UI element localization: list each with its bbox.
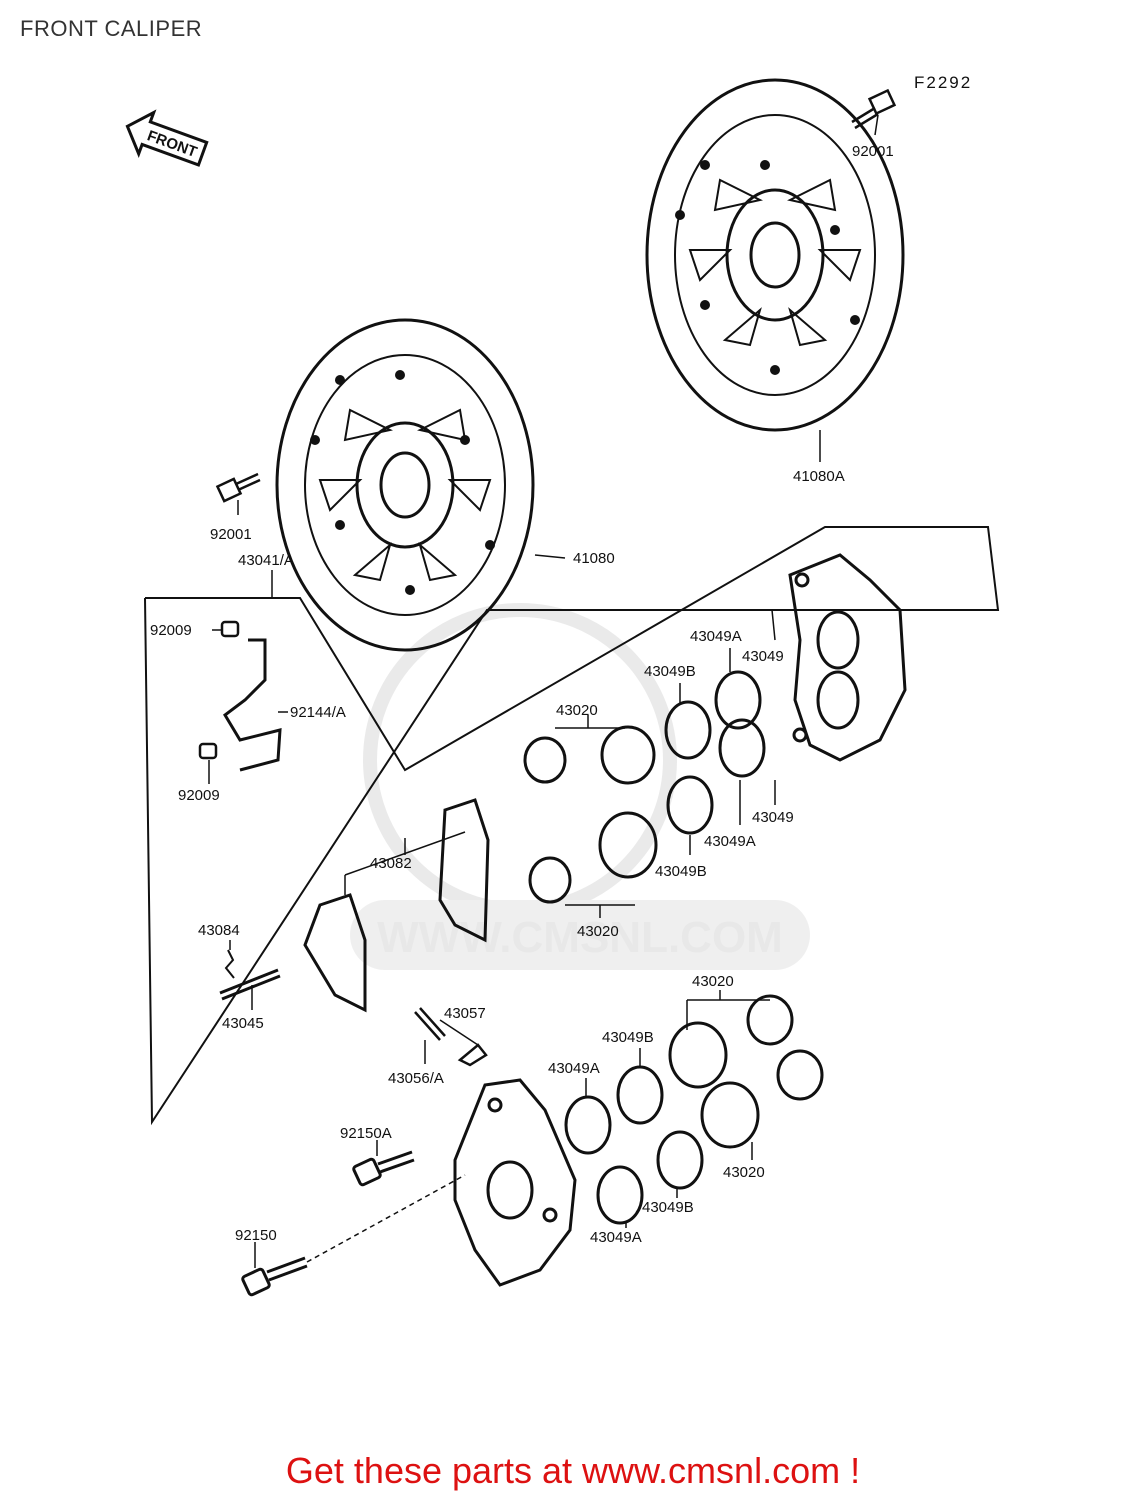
callout-label: 43020 [692,973,734,990]
bleeder-cap-43056A [457,1043,488,1067]
callout-label: 43049B [655,863,707,880]
callout-label: 43020 [723,1164,765,1181]
callout-label: 43020 [577,923,619,940]
callout-label: 92009 [178,787,220,804]
front-arrow-icon: FRONT [125,109,209,167]
caliper-bolt-92150 [241,1256,308,1297]
brake-disc-41080 [275,318,535,652]
screw-92009-top [220,620,240,638]
pin-clip-43084 [224,949,235,979]
caliper-bolt-92150A [352,1150,415,1187]
callout-label: 41080 [573,550,615,567]
callout-label: 43056/A [388,1070,444,1087]
callout-label: 43049A [590,1229,642,1246]
callout-label: 43049B [602,1029,654,1046]
promo-link[interactable]: Get these parts at www.cmsnl.com ! [285,1450,861,1491]
brake-pads-43082 [303,798,490,1013]
callout-label: 92150A [340,1125,392,1142]
callout-label: 92144/A [290,704,346,721]
bolt-92001-left [215,472,261,503]
leader-lines [208,114,879,1268]
pad-spring-bracket-92144A [223,638,282,772]
callout-label: 92150 [235,1227,277,1244]
callout-label: 43049 [742,648,784,665]
callout-labels: 92001 41080A 92001 41080 43041/A 92009 9… [150,143,894,1246]
callout-label: 43084 [198,922,240,939]
callout-label: 41080A [793,468,845,485]
watermark-text: WWW.CMSNL.COM [377,913,783,962]
callout-label: 43049 [752,809,794,826]
promo-banner[interactable]: Get these parts at www.cmsnl.com ! [0,1450,1146,1492]
exploded-view-diagram: WWW.CMSNL.COM FRONT [125,78,1000,1297]
callout-label: 43057 [444,1005,486,1022]
bleeder-valve-43057 [414,1007,446,1041]
callout-label: 43041/A [238,552,294,569]
callout-label: 92009 [150,622,192,639]
callout-label: 43045 [222,1015,264,1032]
caliper-half-lower [453,1078,577,1287]
callout-label: 43020 [556,702,598,719]
bolt-92001-top [851,88,897,130]
callout-label: 43049A [548,1060,600,1077]
caliper-half-upper [788,553,907,762]
brake-disc-41080A [645,78,905,432]
caliper-assembly-frame [144,526,1000,1126]
pistons-and-seals [523,670,824,1225]
diagram-code: F2292 [914,73,973,92]
watermark: WWW.CMSNL.COM [350,603,810,970]
callout-label: 43049A [690,628,742,645]
callout-label: 43049B [642,1199,694,1216]
callout-label: 92001 [210,526,252,543]
callout-label: 92001 [852,143,894,160]
screw-92009-bottom [198,742,218,760]
callout-label: 43049A [704,833,756,850]
page-title: FRONT CALIPER [20,16,203,41]
callout-label: 43049B [644,663,696,680]
callout-label: 43082 [370,855,412,872]
pad-pin-43045 [219,968,281,1001]
